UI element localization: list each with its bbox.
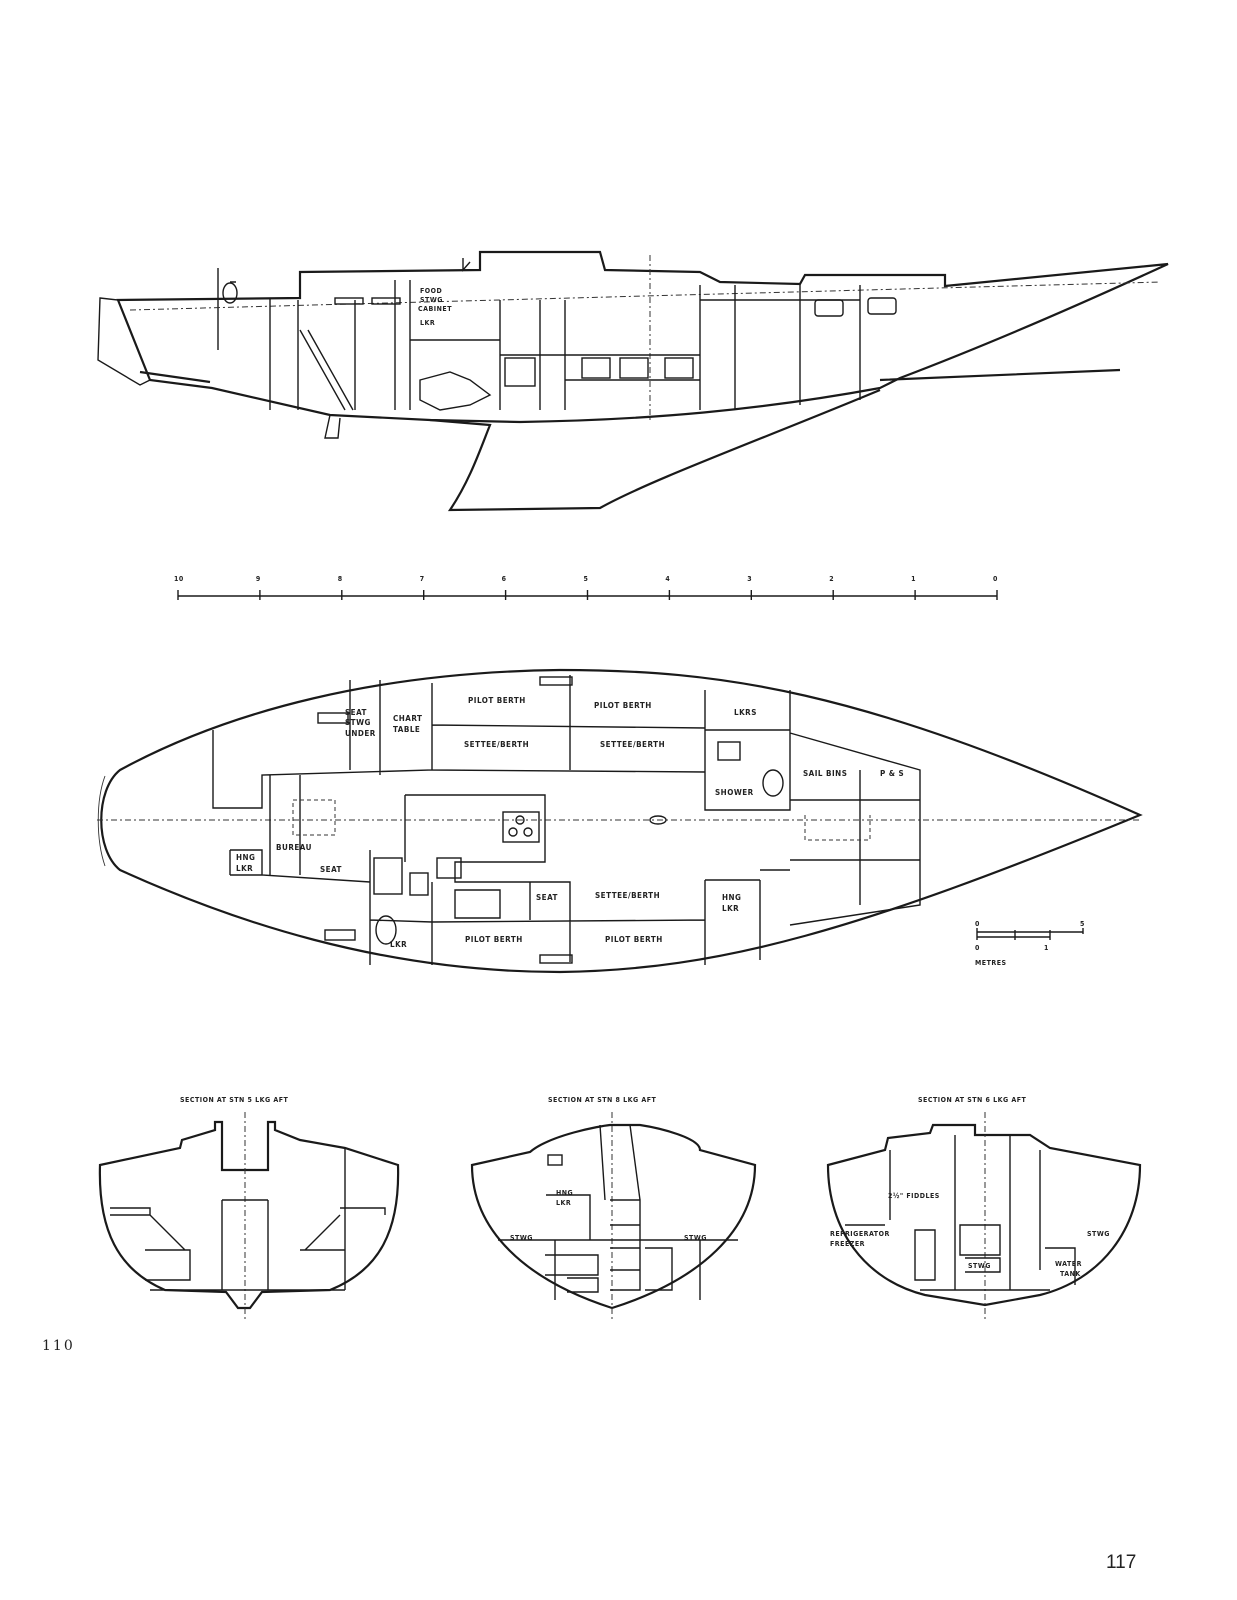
boot-stripe	[139, 368, 1121, 384]
label-shower: SHOWER	[715, 788, 754, 797]
metric-scale-unit: METRES	[975, 959, 1007, 967]
scale-tick-label: 1	[911, 575, 916, 583]
label-stwg: STWG	[345, 718, 371, 727]
label-pilot-berth: PILOT BERTH	[468, 696, 526, 705]
page-number-right: 117	[1106, 1552, 1137, 1573]
stove	[502, 811, 540, 843]
label-pilot-berth: PILOT BERTH	[465, 935, 523, 944]
scale-tick-label: 9	[256, 575, 261, 583]
scale-tick-label: 6	[502, 575, 507, 583]
section-title: SECTION AT STN 5 LKG AFT	[180, 1096, 289, 1104]
label-seat: SEAT	[536, 893, 558, 902]
label-pilot-berth: PILOT BERTH	[594, 701, 652, 710]
label-hng: HNG	[556, 1189, 573, 1197]
label-stwg: STWG	[684, 1234, 707, 1242]
metric-scale-0b: 0	[975, 944, 980, 952]
label-p-and-s: P & S	[880, 769, 904, 778]
label-under: UNDER	[345, 729, 376, 738]
porthole	[814, 299, 844, 317]
label-tank: TANK	[1060, 1270, 1081, 1278]
profile-locker	[581, 357, 611, 379]
label-lkr: LKR	[556, 1199, 571, 1207]
scale-tick-label: 5	[584, 575, 589, 583]
label-lkr: LKR	[722, 904, 739, 913]
section-stn-6: SECTION AT STN 6 LKG AFT 2½" FIDDLES REF…	[826, 1096, 1142, 1320]
toilet	[762, 769, 784, 797]
label-food: FOOD	[420, 287, 442, 295]
label-lkr: LKR	[390, 940, 407, 949]
label-stwg: STWG	[420, 296, 443, 304]
winch	[222, 282, 238, 304]
porthole	[867, 297, 897, 315]
keel	[429, 388, 881, 512]
page-number-left: 110	[42, 1338, 75, 1354]
label-hng: HNG	[722, 893, 741, 902]
scale-tick-label: 7	[420, 575, 425, 583]
label-stwg: STWG	[510, 1234, 533, 1242]
label-pilot-berth: PILOT BERTH	[605, 935, 663, 944]
scale-tick-label: 2	[829, 575, 834, 583]
companionway-ladder	[299, 329, 354, 411]
label-cabinet: CABINET	[418, 305, 452, 313]
label-settee-berth: SETTEE/BERTH	[464, 740, 529, 749]
scale-tick-label: 4	[665, 575, 670, 583]
pushpit	[217, 268, 236, 350]
metric-scale: 0 5 0 1 METRES	[975, 920, 1085, 967]
metric-scale-1: 1	[1044, 944, 1049, 952]
accommodation-plan: SEAT STWG UNDER CHART TABLE PILOT BERTH …	[97, 668, 1143, 974]
head-sink	[717, 741, 741, 761]
mast-step	[649, 815, 667, 825]
section-stn-8: SECTION AT STN 8 LKG AFT HNG LKR STWG ST…	[470, 1096, 757, 1320]
label-lkr: LKR	[420, 319, 435, 327]
hull-profile	[116, 250, 1169, 424]
label-refrigerator: REFRIGERATOR	[830, 1230, 890, 1238]
section-title: SECTION AT STN 6 LKG AFT	[918, 1096, 1027, 1104]
section-stn-5: SECTION AT STN 5 LKG AFT	[98, 1096, 400, 1320]
label-sail-bins: SAIL BINS	[803, 769, 847, 778]
sink	[409, 872, 429, 896]
label-settee-berth: SETTEE/BERTH	[595, 891, 660, 900]
label-fiddles: 2½" FIDDLES	[888, 1192, 940, 1200]
label-lkrs: LKRS	[734, 708, 757, 717]
metric-scale-5: 5	[1080, 920, 1085, 928]
label-hng: HNG	[236, 853, 255, 862]
label-bureau: BUREAU	[276, 843, 312, 852]
interior-bulkheads	[269, 280, 861, 410]
shower-tray	[373, 857, 403, 895]
hull-plan-outline	[100, 668, 1143, 974]
engine	[419, 371, 492, 411]
transom	[97, 297, 151, 386]
label-seat: SEAT	[345, 708, 367, 717]
label-stwg: STWG	[1087, 1230, 1110, 1238]
rudder	[324, 414, 341, 439]
waterline	[129, 281, 1161, 311]
scale-tick-label: 8	[338, 575, 343, 583]
label-water: WATER	[1055, 1260, 1082, 1268]
plan-bulkheads	[212, 675, 921, 965]
label-table: TABLE	[393, 725, 420, 734]
section-title: SECTION AT STN 8 LKG AFT	[548, 1096, 657, 1104]
companionway-steps	[292, 799, 336, 836]
label-chart: CHART	[393, 714, 422, 723]
metric-scale-0: 0	[975, 920, 980, 928]
galley-sink	[436, 857, 462, 879]
scale-tick-label: 3	[747, 575, 752, 583]
label-stwg: STWG	[968, 1262, 991, 1270]
scale-tick-label: 10	[174, 575, 184, 583]
scale-tick-label: 0	[993, 575, 998, 583]
toilet	[375, 915, 397, 945]
label-lkr: LKR	[236, 864, 253, 873]
profile-view: FOOD STWG CABINET LKR	[97, 250, 1169, 512]
label-freezer: FREEZER	[830, 1240, 865, 1248]
label-settee-berth: SETTEE/BERTH	[600, 740, 665, 749]
label-seat: SEAT	[320, 865, 342, 874]
